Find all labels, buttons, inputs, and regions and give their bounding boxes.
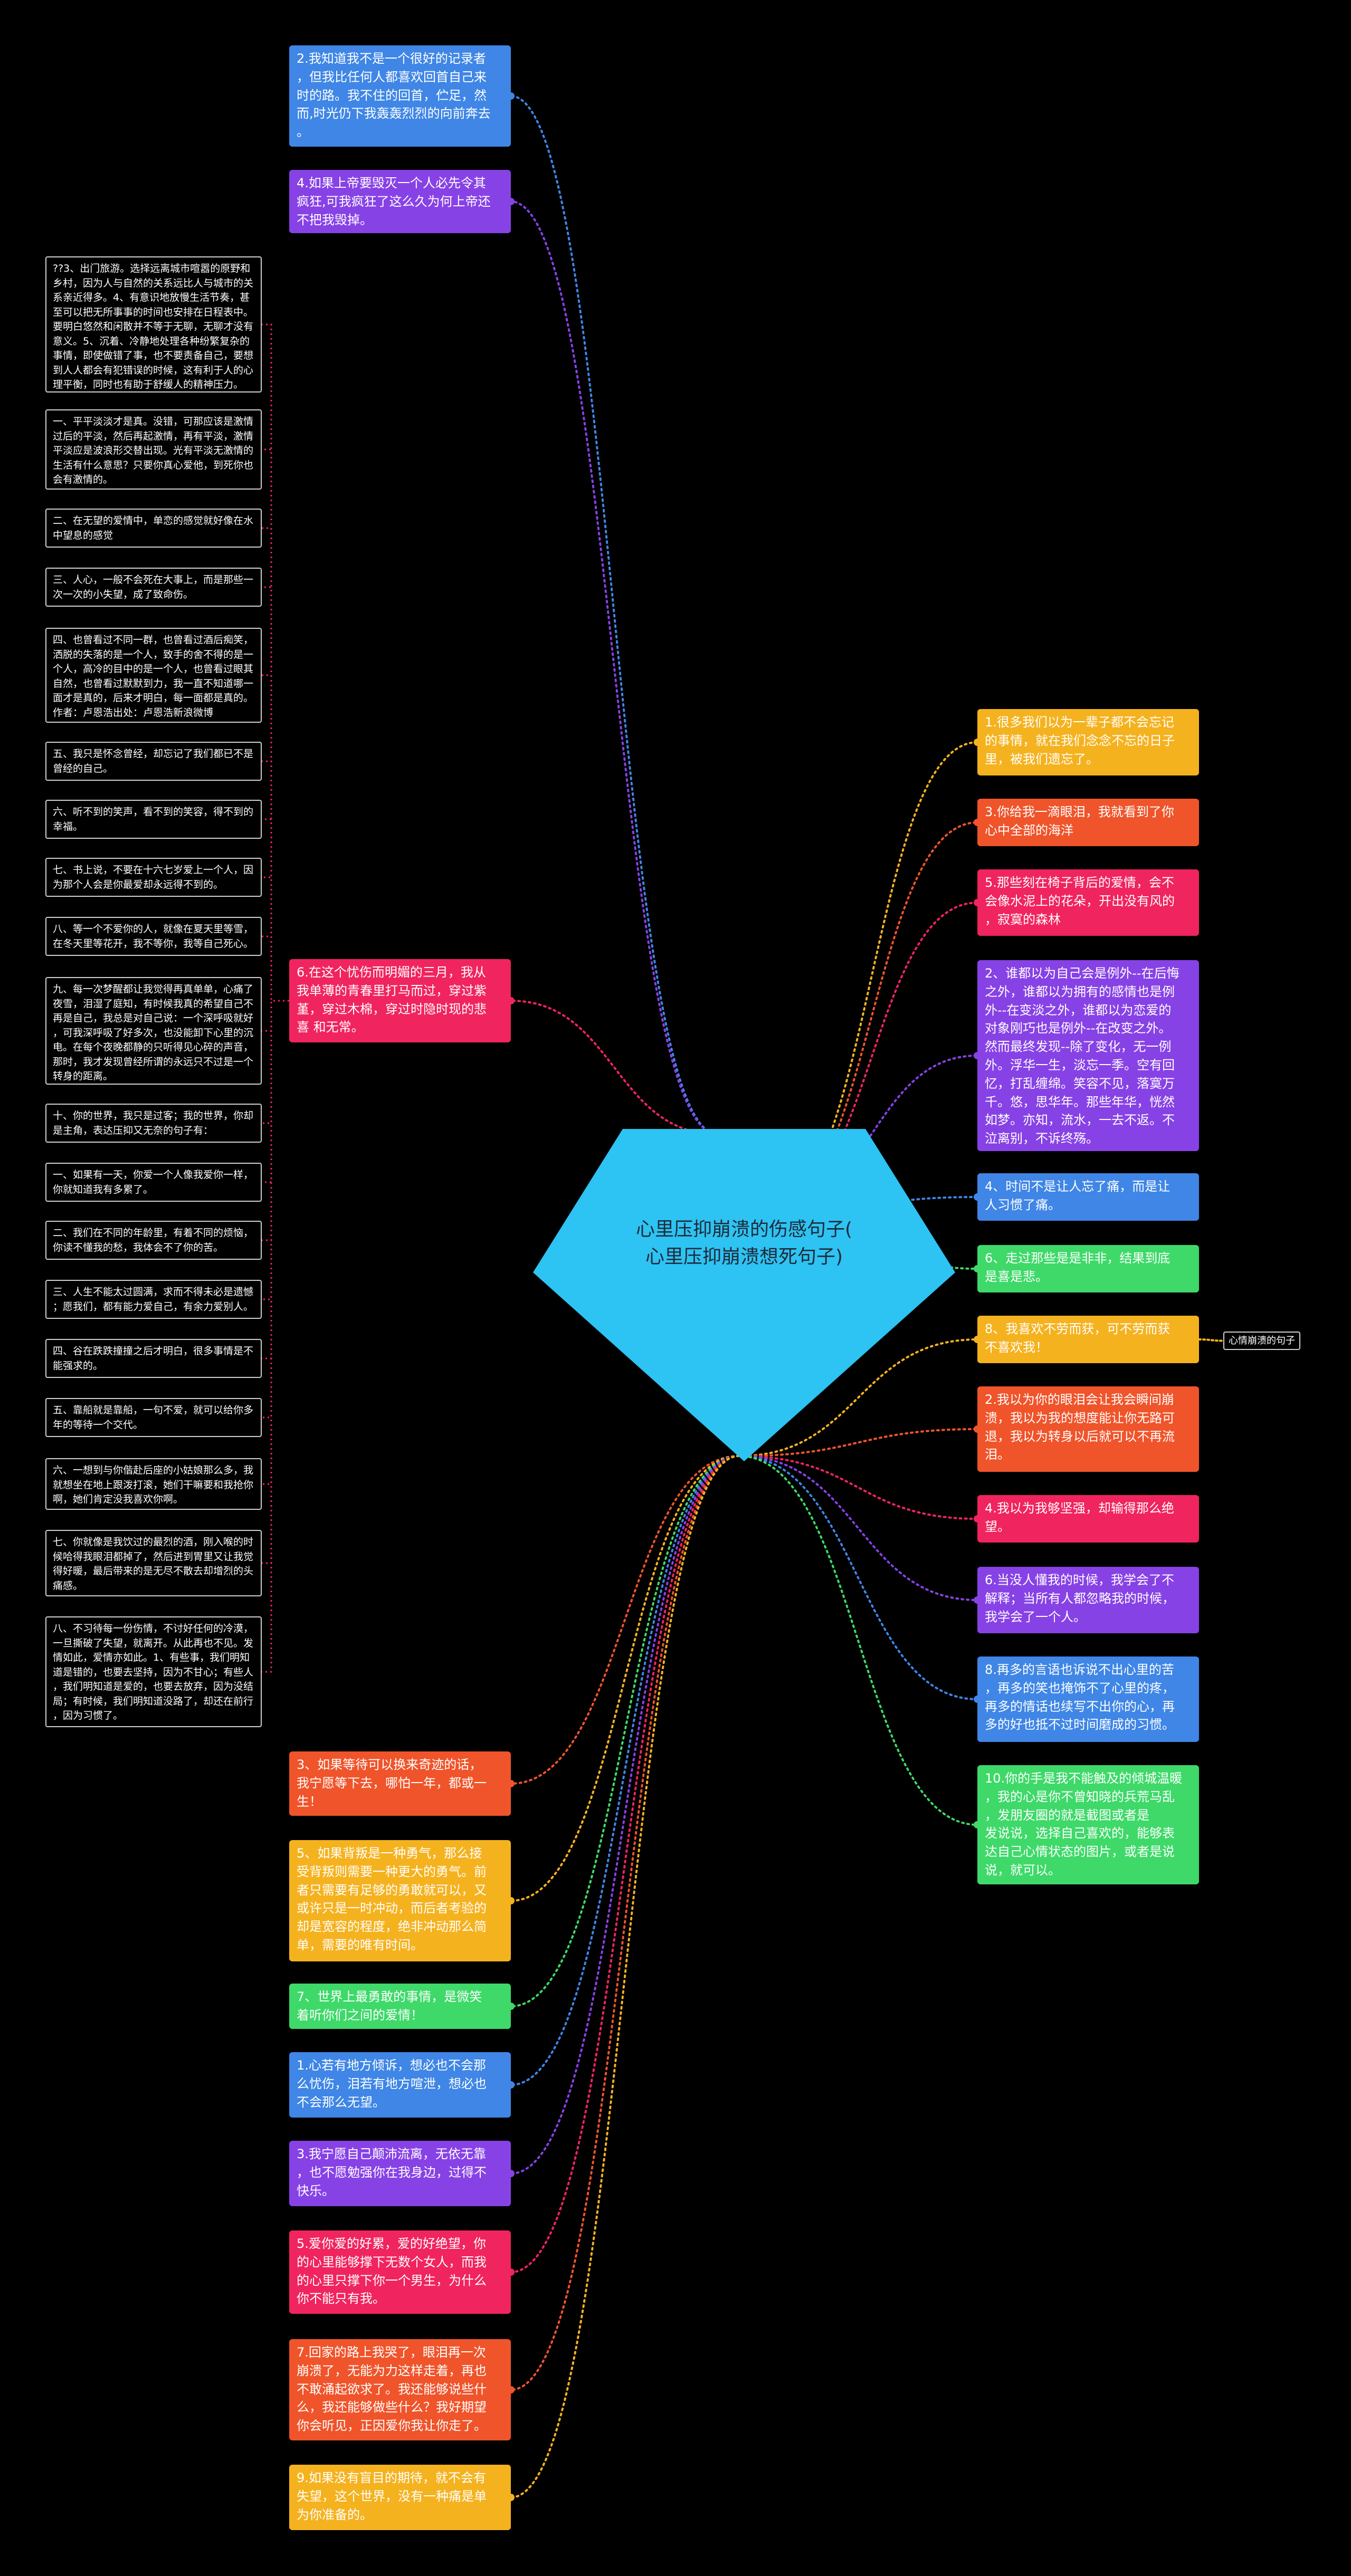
connector-line [510,1455,740,2391]
note-connector [262,674,289,1002]
sub-note[interactable]: 七、你就像是我饮过的最烈的酒，刚入喉的时 候哈得我眼泪都掉了，然后进到胃里又让我… [45,1530,262,1596]
note-connector [262,1000,289,1419]
tag-connector [1198,1338,1224,1342]
topic-node-right[interactable]: 1.很多我们以为一辈子都不会忘记 的事情，就在我们念念不忘的日子 里，被我们遗忘… [977,709,1199,775]
topic-node-right[interactable]: 10.你的手是我不能触及的倾城温暖 ，我的心是你不曾知晓的兵荒马乱 ，发朋友圈的… [977,1765,1199,1884]
sub-note[interactable]: 一、平平淡淡才是真。没错，可那应该是激情 过后的平淡，然后再起激情，再有平淡，激… [45,409,262,490]
topic-node-right[interactable]: 2、谁都以为自己会是例外--在后悔 之外，谁都以为拥有的感情也是例 外--在变淡… [977,960,1199,1151]
connector-line [510,95,719,1135]
note-connector [262,1000,289,1183]
note-connector [262,935,289,1002]
topic-node-left[interactable]: 4.如果上帝要毁灭一个人必先令其 疯狂,可我疯狂了这么久为何上帝还 不把我毁掉。 [289,170,511,233]
sub-note[interactable]: 八、不习待每一份伤情，不讨好任何的冷漠， 一旦撕破了失望，就离开。从此再也不见。… [45,1616,262,1727]
topic-tag[interactable]: 心情崩溃的句子 [1223,1332,1300,1351]
sub-note[interactable]: 一、如果有一天，你爱一个人像我爱你一样， 你就知道我有多累了。 [45,1163,262,1202]
connector-line [738,1455,978,1700]
sub-note[interactable]: 六、听不到的笑声，看不到的笑容，得不到的 幸福。 [45,800,262,839]
note-connector [262,1000,289,1124]
sub-note[interactable]: 九、每一次梦醒都让我觉得再真单单，心痛了 夜雪，泪湿了庭知，有时候我真的希望自己… [45,977,262,1085]
sub-note[interactable]: 四、也曾看过不同一群，也曾看过酒后痴笑， 洒脱的失落的是一个人，致手的舍不得的是… [45,628,262,723]
connector-line [764,1055,978,1214]
note-connector [262,1000,289,1300]
connector-line [738,1428,978,1457]
topic-node-left[interactable]: 3.我宁愿自己颠沛流离，无依无靠 ，也不愿勉强你在我身边，过得不 快乐。 [289,2141,511,2206]
note-connector [262,1000,289,1241]
connector-line [510,1455,740,2498]
connector-line [510,1455,740,1902]
topic-node-right[interactable]: 8.再多的言语也诉说不出心里的苦 ，再多的笑也掩饰不了心里的疼， 再多的情话也续… [977,1656,1199,1742]
topic-node-right[interactable]: 5.那些刻在椅子背后的爱情，会不 会像水泥上的花朵，开出没有风的 ，寂寞的森林 [977,869,1199,936]
note-connector [262,586,289,1002]
connector-line [738,1338,978,1457]
topic-node-left[interactable]: 5、如果背叛是一种勇气，那么接 受背叛则需要一种更大的勇气。前 者只需要有足够的… [289,1840,511,1961]
connector-line [510,1455,740,2007]
connector-line [510,1000,719,1135]
note-connector [262,1000,289,1673]
sub-note[interactable]: 六、一想到与你偕赴后座的小姑娘那么多，我 就想坐在地上跟泼打滚，她们干嘛要和我抢… [45,1458,262,1510]
center-pentagon[interactable] [533,1129,955,1461]
connector-line [510,1455,740,2086]
sub-note[interactable]: ??3、出门旅游。选择远离城市喧嚣的原野和 乡村，因为人与自然的关系远比人与城市… [45,256,262,392]
connector-line [738,1455,978,1520]
topic-node-right[interactable]: 6、走过那些是是非非，结果到底 是喜是悲。 [977,1245,1199,1292]
note-connector [262,818,289,1002]
topic-node-right[interactable]: 2.我以为你的眼泪会让我会瞬间崩 溃，我以为我的想度能让你无路可 退，我以为转身… [977,1386,1199,1472]
sub-note[interactable]: 五、我只是怀念曾经，却忘记了我们都已不是 曾经的自己。 [45,742,262,781]
note-connector [262,1000,289,1564]
connector-line [510,200,719,1135]
sub-note[interactable]: 四、谷在跌跌撞撞之后才明白，很多事情是不 能强求的。 [45,1339,262,1378]
topic-node-left[interactable]: 2.我知道我不是一个很好的记录者 ，但我比任何人都喜欢回首自己来 时的路。我不住… [289,45,511,147]
connector-line [510,1455,740,2175]
sub-note[interactable]: 五、靠船就是靠船，一句不爱，就可以给你多 年的等待一个交代。 [45,1398,262,1437]
note-connector [262,527,289,1002]
note-connector [262,1000,289,1359]
topic-node-left[interactable]: 6.在这个忧伤而明媚的三月，我从 我单薄的青春里打马而过，穿过紫 堇，穿过木棉，… [289,959,511,1042]
sub-note[interactable]: 二、在无望的爱情中，单恋的感觉就好像在水 中望息的感觉 [45,509,262,548]
sub-note[interactable]: 八、等一个不爱你的人，就像在夏天里等雪， 在冬天里等花开，我不等你，我等自己死心… [45,917,262,956]
topic-node-left[interactable]: 3、如果等待可以换来奇迹的话， 我宁愿等下去，哪怕一年，都或一 生！ [289,1751,511,1816]
note-connector [262,876,289,1002]
topic-node-right[interactable]: 4.我以为我够坚强，却输得那么绝 望。 [977,1495,1199,1543]
connector-line [510,1455,740,1785]
center-pentagon-shape [533,1129,955,1461]
sub-note[interactable]: 十、你的世界，我只是过客；我的世界，你却 是主角，表达压抑又无奈的句子有： [45,1104,262,1143]
topic-node-right[interactable]: 3.你给我一滴眼泪，我就看到了你 心中全部的海洋 [977,799,1199,846]
center-title: 心里压抑崩溃的伤感句子( 心里压抑崩溃想死句子) [635,1219,853,1268]
sub-note[interactable]: 三、人生不能太过圆满，求而不得未必是遗憾 ；愿我们，都有能力爱自己，有余力爱别人… [45,1280,262,1319]
topic-node-right[interactable]: 8、我喜欢不劳而获，可不劳而获 不喜欢我！ [977,1316,1199,1363]
topic-node-right[interactable]: 6.当没人懂我的时候，我学会了不 解释；当所有人都忽略我的时候， 我学会了一个人… [977,1567,1199,1633]
note-connector [262,323,289,1002]
note-connector [262,760,289,1002]
sub-note[interactable]: 二、我们在不同的年龄里，有着不同的烦恼， 你读不懂我的愁，我体会不了你的苦。 [45,1221,262,1260]
topic-node-left[interactable]: 9.如果没有盲目的期待，就不会有 失望，这个世界，没有一种痛是单 为你准备的。 [289,2465,511,2530]
sub-note[interactable]: 三、人心，一般不会死在大事上，而是那些一 次一次的小失望，成了致命伤。 [45,568,262,607]
note-connector [262,448,289,1002]
note-connector [262,1000,289,1485]
sub-note[interactable]: 七、书上说，不要在十六七岁爱上一个人，因 为那个人会是你最爱却永远得不到的。 [45,858,262,897]
topic-node-left[interactable]: 7、世界上最勇敢的事情，是微笑 着听你们之间的爱情！ [289,1984,511,2029]
topic-node-right[interactable]: 4、时间不是让人忘了痛，而是让 人习惯了痛。 [977,1173,1199,1221]
note-connector [262,1000,289,1032]
connector-line [738,1455,978,1826]
topic-node-left[interactable]: 7.回家的路上我哭了，眼泪再一次 崩溃了，无能为力这样走着，再也 不敢涌起欲求了… [289,2339,511,2440]
topic-node-left[interactable]: 5.爱你爱的好累，爱的好绝望，你 的心里能够撑下无数个女人，而我 的心里只撑下你… [289,2230,511,2314]
connector-line [738,1455,978,1601]
topic-node-left[interactable]: 1.心若有地方倾诉，想必也不会那 么忧伤，泪若有地方喧泄，想必也 不会那么无望。 [289,2052,511,2118]
